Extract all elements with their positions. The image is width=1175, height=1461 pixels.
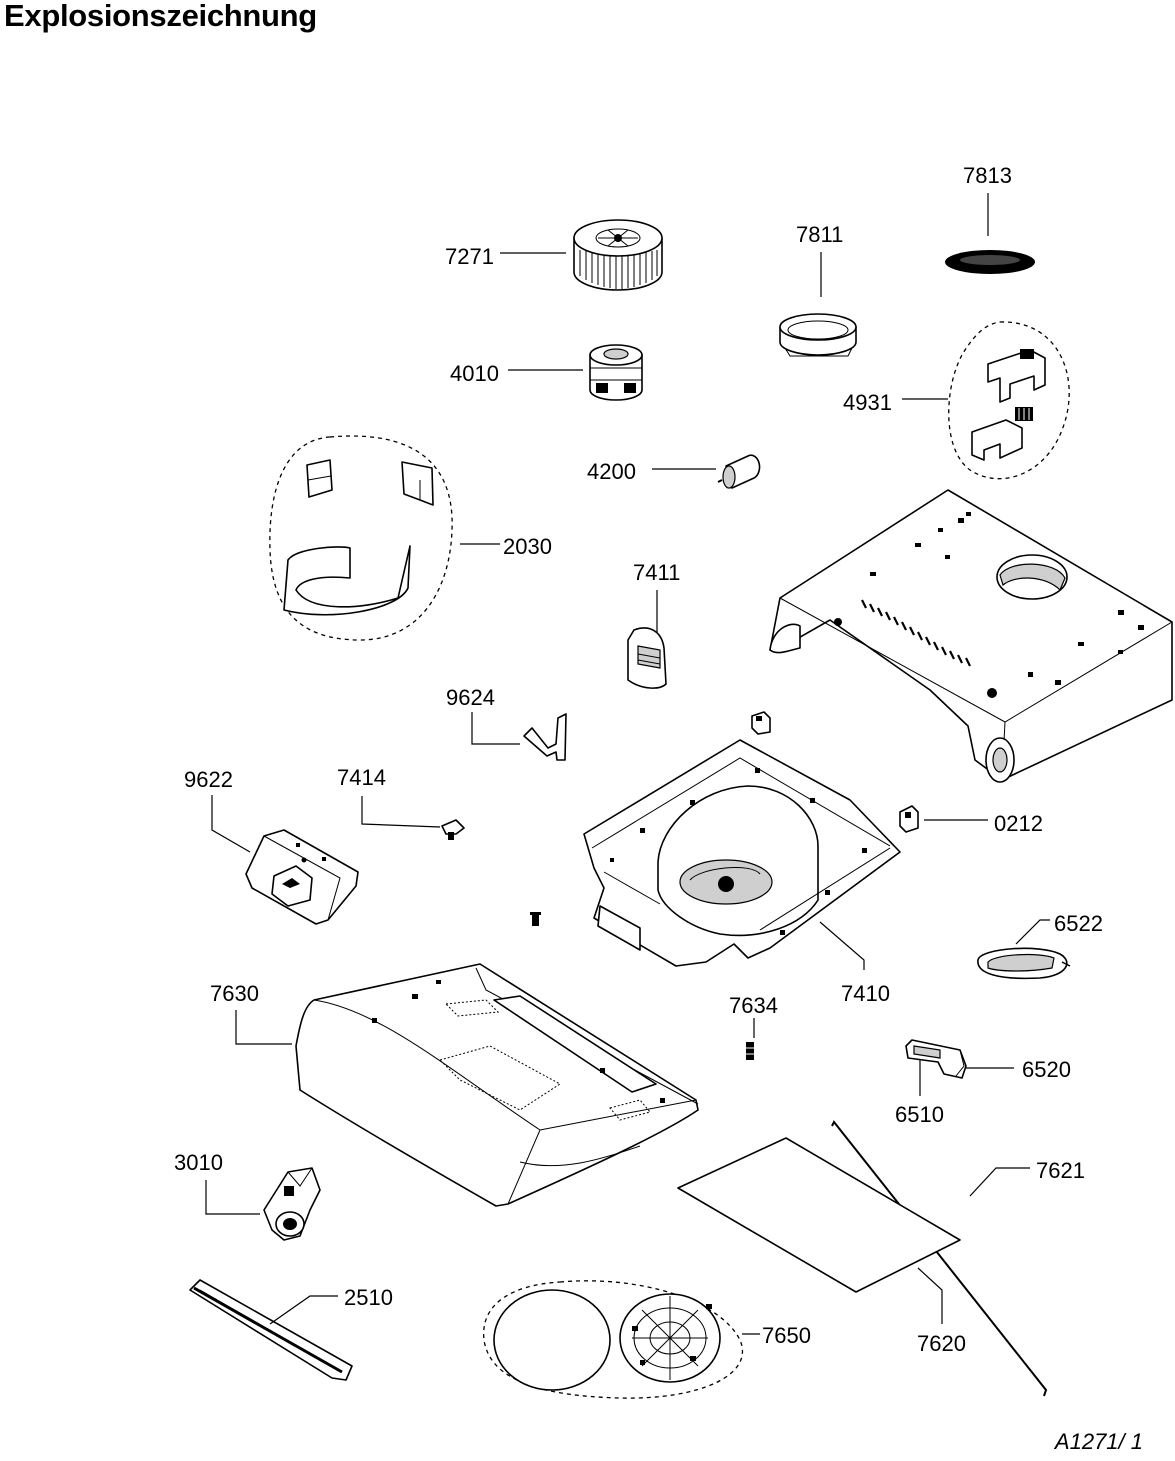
part-label: 7634 [729,993,778,1018]
part-label: 7410 [841,981,890,1006]
part-4200-capacitor[interactable] [717,454,761,489]
part-9624-hook[interactable] [523,713,567,761]
part-6522-lens-cover[interactable] [977,947,1071,980]
part-6520-lamp-holder[interactable] [905,1039,967,1079]
part-label: 7411 [633,560,680,585]
part-label: 9622 [184,767,233,792]
small-clip-top[interactable] [751,711,771,735]
part-7813-filter-disc[interactable] [945,250,1035,274]
part-7634-spring[interactable] [746,1042,754,1060]
part-4931-clip-set[interactable] [948,321,1070,480]
small-screw-left[interactable] [530,912,541,926]
part-2510-handle-strip[interactable] [189,1279,353,1381]
part-7621-rod[interactable] [831,1120,1048,1397]
part-label: 6522 [1054,911,1103,936]
part-0212-connector[interactable] [899,805,919,833]
part-7411-cover[interactable] [627,627,667,689]
part-7410-fan-housing[interactable] [583,739,901,967]
part-9622-switch-panel[interactable] [245,829,359,925]
part-label: 7811 [796,222,843,247]
part-label: 6510 [895,1102,944,1127]
hood-top-housing[interactable] [769,489,1173,783]
part-label: 0212 [994,811,1043,836]
part-label: 7620 [917,1331,966,1356]
part-label: 9624 [446,685,495,710]
part-7650-carbon-filter[interactable] [483,1280,743,1399]
part-label: 7813 [963,163,1012,188]
part-label: 3010 [174,1150,223,1175]
drawing-reference: A1271/ 1 [1054,1429,1143,1454]
part-label: 7271 [445,244,494,269]
part-7811-ring[interactable] [779,313,857,357]
part-7630-front-panel[interactable] [295,963,699,1207]
part-label: 2510 [344,1285,393,1310]
part-label: 4200 [587,459,636,484]
part-4010-motor[interactable] [589,344,643,401]
part-7620-filter-sheet[interactable] [677,1137,961,1293]
part-label: 7630 [210,981,259,1006]
page-title: Explosionszeichnung [4,0,317,33]
part-7414-screw[interactable] [441,819,465,840]
part-7271-fan-wheel[interactable] [573,219,663,291]
part-2030-filter-strips[interactable] [269,435,453,641]
part-label: 2030 [503,534,552,559]
part-label: 7621 [1036,1158,1085,1183]
part-label: 7414 [337,765,386,790]
part-3010-switch-module[interactable] [263,1167,321,1241]
part-label: 6520 [1022,1057,1071,1082]
part-label: 4931 [843,390,892,415]
part-label: 4010 [450,361,499,386]
part-label: 7650 [762,1323,811,1348]
